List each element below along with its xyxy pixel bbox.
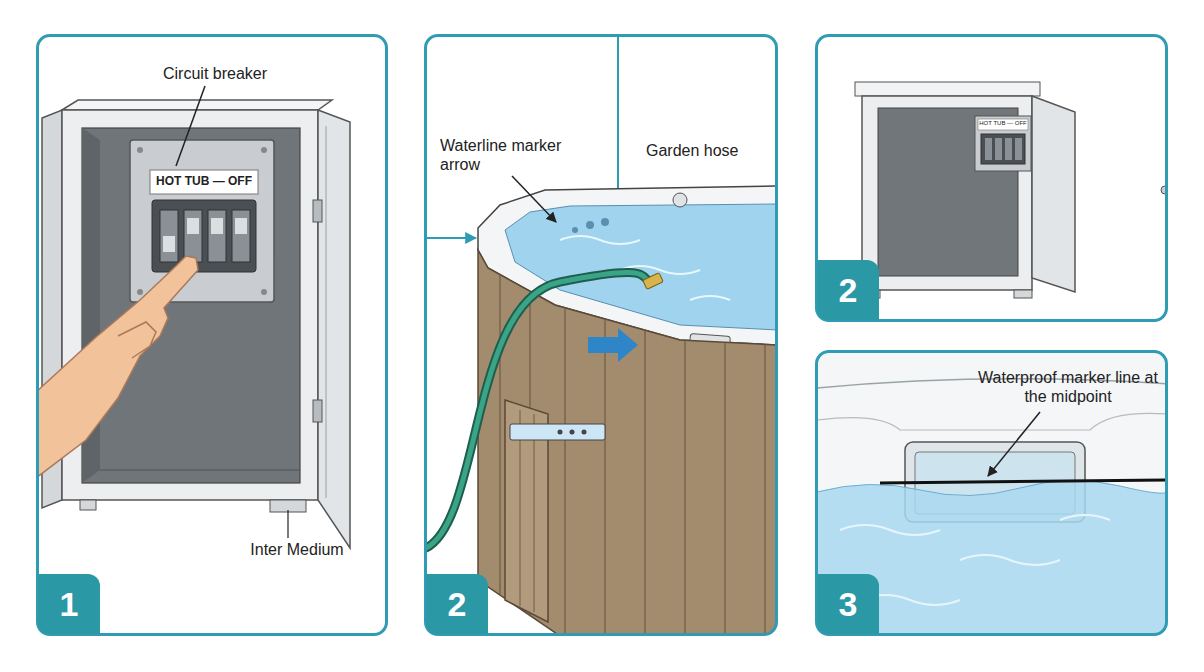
callout-label: Circuit breaker [140, 64, 290, 83]
cabinet-door [318, 110, 350, 548]
jet [601, 218, 609, 226]
door-hinge [313, 200, 322, 222]
plate-screw [261, 147, 267, 153]
rim-contour [817, 413, 1166, 430]
water-ripple [840, 515, 1110, 605]
hand-thumb [118, 322, 156, 358]
cabinet-front [862, 96, 1032, 290]
rim-edge [817, 379, 1166, 388]
step-number: 1 [38, 574, 100, 634]
breaker-switch [184, 210, 202, 262]
breaker-switch [985, 138, 992, 160]
callout-label: Waterproof marker line at the midpoint [972, 368, 1164, 406]
step-panel: 2 [815, 34, 1168, 322]
skimmer-scene [817, 352, 1166, 634]
callout-label: Garden hose [646, 141, 766, 160]
control-button [558, 430, 563, 435]
step-number: 2 [426, 574, 488, 634]
wood-slat [564, 250, 565, 634]
breaker-plate [975, 116, 1031, 171]
jet [572, 227, 578, 233]
wood-slats [500, 250, 765, 634]
breaker-cabinet-small [855, 82, 1166, 298]
switch-toggle [235, 218, 247, 234]
wood-slat [534, 414, 535, 612]
breaker-label-strip [150, 170, 258, 194]
garden-hose [426, 272, 650, 548]
teal-guide-arrow [426, 237, 476, 239]
breaker-switch [232, 210, 250, 262]
leader-line [512, 176, 556, 222]
teal-guide-line [617, 36, 619, 190]
cabinet-front [62, 110, 318, 500]
wood-slat [644, 250, 645, 634]
wood-slat [499, 250, 500, 634]
callout-label: HOT TUB — OFF [150, 174, 258, 188]
hand [38, 256, 198, 478]
control-strip [510, 424, 605, 440]
door-edge [326, 126, 327, 498]
cabinet-foot [80, 500, 96, 510]
wood-slat [684, 250, 685, 634]
cabinet-top [855, 82, 1040, 96]
step-panel: 1 [36, 34, 388, 636]
switch-toggle [211, 218, 223, 234]
breaker-switch [995, 138, 1002, 160]
step-number: 3 [817, 574, 879, 634]
wood-slat [604, 250, 605, 634]
control-button [570, 430, 575, 435]
hose-nozzle [643, 273, 664, 290]
leader-line [176, 86, 205, 166]
control-button [582, 430, 587, 435]
step-panel: 3 [815, 350, 1168, 636]
jet-cap [673, 193, 687, 207]
leader-line [988, 412, 1040, 476]
breaker-switch [1015, 138, 1022, 160]
breaker-box [152, 200, 256, 272]
switch-toggle [163, 236, 175, 252]
garden-hose [426, 272, 650, 548]
wood-slat [724, 250, 725, 634]
breaker-label-strip [978, 119, 1028, 130]
breaker-switch [1005, 138, 1012, 160]
plate-screw [137, 289, 143, 295]
callout-label: HOT TUB — OFF [978, 120, 1028, 127]
water-ripple [560, 236, 730, 300]
cabinet-floor-edge [100, 470, 300, 471]
wood-slat [764, 250, 765, 634]
water [817, 480, 1166, 634]
cabinet-door [1032, 96, 1075, 292]
breaker-switch [160, 210, 178, 262]
jet [586, 221, 594, 229]
breaker-switch [208, 210, 226, 262]
switch-toggle [187, 218, 199, 234]
breaker-plate [130, 140, 274, 302]
blue-arrow [588, 328, 638, 362]
plate-screw [261, 289, 267, 295]
cabinet-foot [1014, 290, 1032, 298]
leader-line [287, 510, 288, 538]
marker-line [880, 480, 1166, 483]
hot-tub-scene [426, 36, 776, 634]
breaker-cabinet [38, 86, 350, 548]
callout-label: Waterline marker arrow [440, 136, 590, 174]
breaker-box [981, 134, 1025, 164]
door-hinge [313, 400, 322, 422]
cabinet-interior [82, 128, 300, 483]
step-panel: 2 [424, 34, 778, 636]
plate-screw [137, 147, 143, 153]
step-number: 2 [817, 260, 879, 320]
callout-label: Inter Medium [222, 540, 372, 559]
tub-wall [817, 352, 1166, 634]
